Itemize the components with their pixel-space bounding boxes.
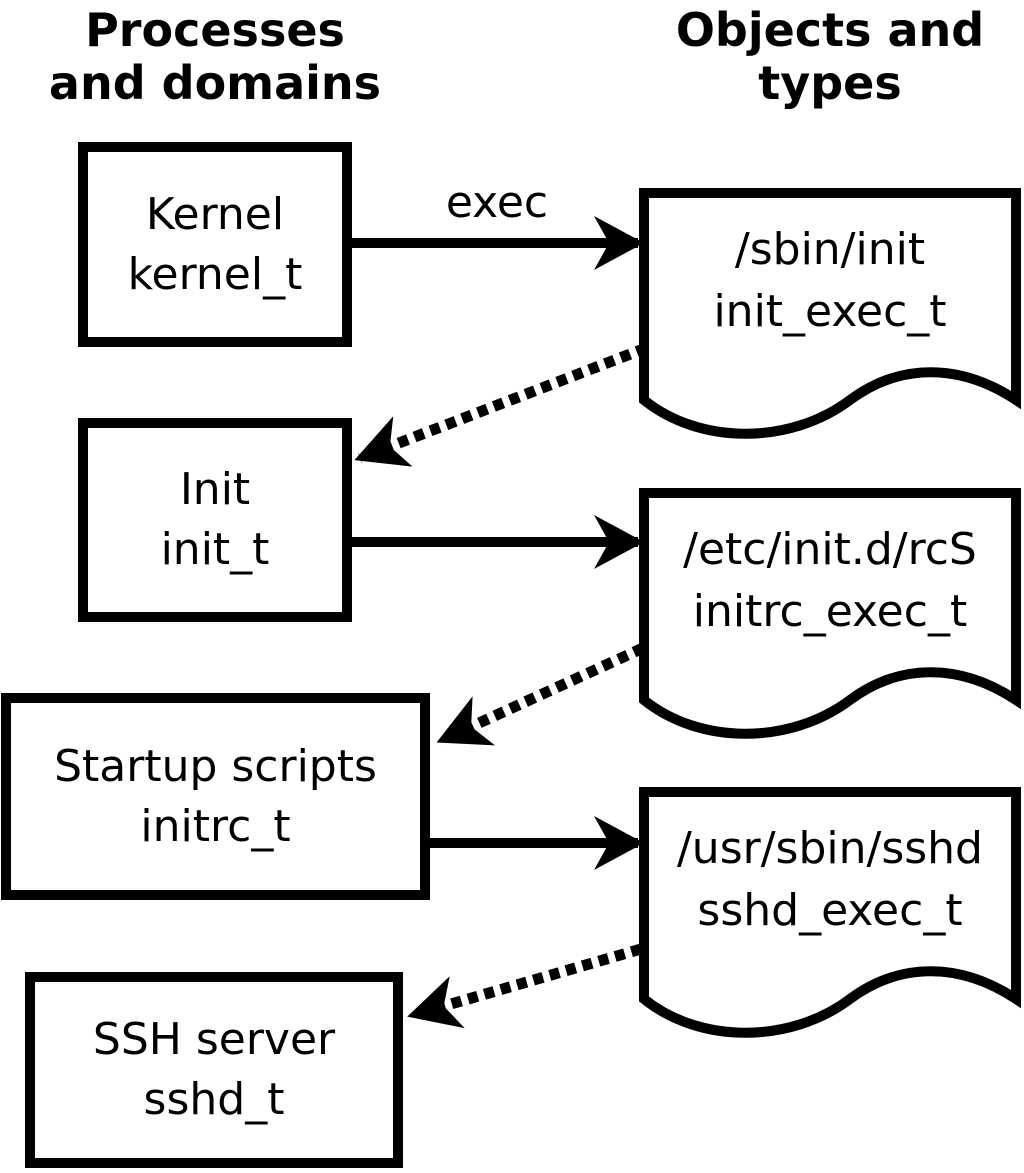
process-box-startup-scripts: Startup scripts initrc_t [1, 693, 430, 900]
column-heading-objects-and-types: Objects and types [675, 3, 985, 110]
transition-arrow-initrc-exec-to-initrc-t [436, 642, 646, 746]
object-doc-label-sbin-init: /sbin/init init_exec_t [649, 193, 1011, 368]
process-label: Init [179, 464, 251, 515]
process-domain-type: init_t [160, 524, 270, 575]
object-doc-etc-initd-rcs [639, 488, 1021, 739]
object-path: /etc/init.d/rcS [683, 523, 977, 575]
object-path: /sbin/init [734, 223, 926, 275]
process-label: Startup scripts [54, 740, 377, 792]
process-box-ssh-server: SSH server sshd_t [25, 972, 403, 1168]
process-domain-type: kernel_t [127, 248, 303, 300]
object-path: /usr/sbin/sshd [676, 822, 983, 874]
column-heading-processes-and-domains: Processes and domains [48, 3, 382, 110]
object-file-type: init_exec_t [713, 285, 947, 337]
process-box-init: Init init_t [78, 418, 352, 622]
object-file-type: initrc_exec_t [692, 585, 968, 637]
process-box-kernel: Kernel kernel_t [78, 142, 352, 347]
transition-arrow-init-exec-to-init-t [354, 342, 648, 467]
object-doc-label-usr-sbin-sshd: /usr/sbin/sshd sshd_exec_t [649, 792, 1011, 967]
object-doc-label-etc-initd-rcs: /etc/init.d/rcS initrc_exec_t [649, 493, 1011, 668]
object-doc-usr-sbin-sshd [639, 787, 1021, 1038]
process-domain-type: initrc_t [140, 800, 291, 852]
exec-arrow-label: exec [445, 177, 549, 228]
process-label: Kernel [145, 188, 285, 240]
object-file-type: sshd_exec_t [697, 884, 963, 936]
object-doc-sbin-init [639, 188, 1021, 439]
transition-arrow-sshd-exec-to-sshd-t [407, 943, 643, 1029]
process-label: SSH server [92, 1014, 336, 1065]
process-domain-type: sshd_t [143, 1074, 285, 1125]
